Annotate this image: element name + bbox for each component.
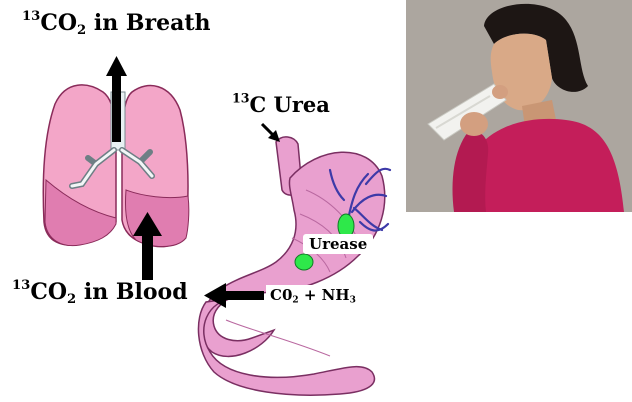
breath-test-diagram [0, 0, 406, 402]
co2-in-blood-label: 13CO2 in Blood [12, 279, 188, 305]
stomach-body [201, 152, 385, 356]
breath-sample-photo [406, 0, 632, 212]
co2-in-breath-label: 13CO2 in Breath [22, 10, 211, 36]
urease-site-antrum [295, 254, 313, 270]
c13-urea-label: 13C Urea [232, 92, 330, 117]
right-lung-lower-lobe [125, 190, 188, 247]
woman-hands [460, 112, 488, 136]
reaction-products-label: C02 + NH3 [266, 285, 360, 305]
arrow-to-esophagus [262, 124, 280, 142]
urease-label: Urease [303, 234, 373, 254]
stomach-illustration [198, 137, 390, 395]
